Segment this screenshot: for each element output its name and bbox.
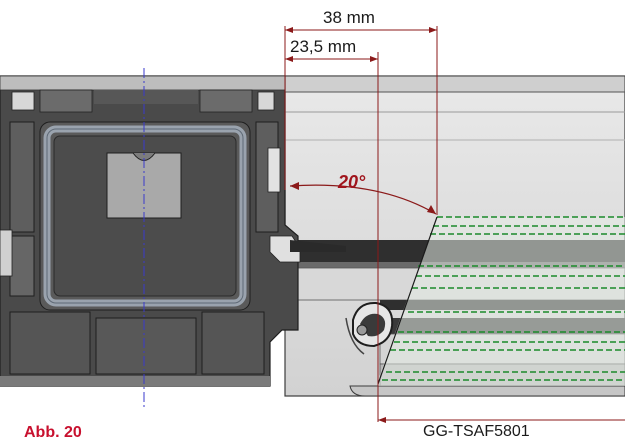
part-code: GG-TSAF5801 [423, 423, 530, 440]
dimension-23-5mm-label: 23,5 mm [290, 37, 356, 56]
dimension-38mm-label: 38 mm [323, 8, 375, 27]
gasket-profile [345, 301, 394, 355]
glass-insert-hatch [377, 216, 625, 386]
left-frame-profile [0, 75, 346, 387]
angle-label: 20° [337, 172, 366, 192]
figure-label: Abb. 20 [24, 424, 82, 441]
dimension-lines [284, 26, 625, 423]
